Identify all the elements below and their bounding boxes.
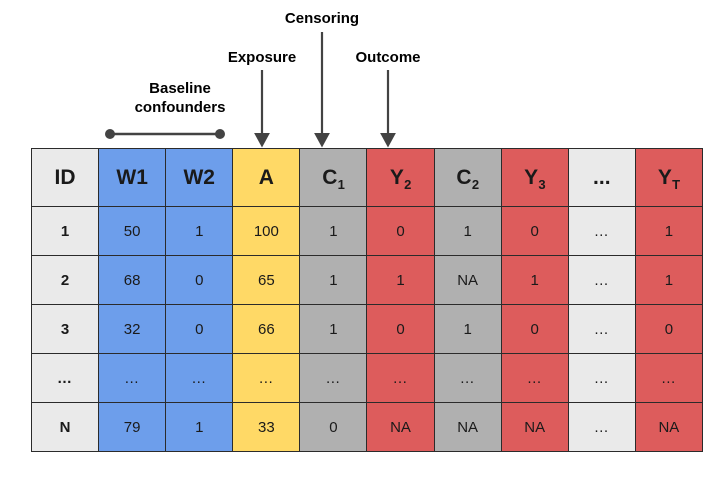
baseline-line-1: Baseline [149,80,211,97]
header-subscript-y2: 2 [404,176,412,192]
header-subscript-y3: 3 [538,176,546,192]
table-cell-yt: … [634,353,703,403]
table-header-cell-id: ID [30,148,100,207]
table-cell-c2: 1 [433,304,502,354]
table-cell-c2: NA [433,402,502,452]
annotation-label-baseline-confounders: Baseline confounders [110,79,250,117]
table-cell-dots: … [567,353,636,403]
table-cell-y3: 0 [500,206,569,256]
table-header-cell-w2: W2 [165,148,234,207]
table-cell-w2: 0 [165,304,234,354]
header-base-dots: ... [593,165,611,189]
table-cell-dots: … [567,304,636,354]
annotation-label-exposure: Exposure [227,49,297,66]
table-cell-id: 3 [30,304,100,354]
table-cell-y3: 1 [500,255,569,305]
table-cell-y2: … [366,353,435,403]
table-header-cell-a: A [232,148,301,207]
table-header-cell-y2: Y2 [366,148,435,207]
header-base-w2: W2 [183,165,215,189]
header-base-y2: Y [389,165,404,189]
table-header-cell-c2: C2 [433,148,502,207]
table-cell-w2: 1 [165,206,234,256]
header-subscript-c1: 1 [337,176,345,192]
header-subscript-yt: T [672,176,681,192]
table-cell-y2: 0 [366,304,435,354]
header-base-a: A [258,165,274,189]
table-cell-dots: … [567,206,636,256]
table-cell-w1: … [98,353,167,403]
baseline-confounders-connector [105,129,225,139]
table-cell-c1: 1 [299,304,368,354]
table-cell-c1: 1 [299,255,368,305]
table-cell-yt: 1 [634,255,703,305]
table-cell-c2: … [433,353,502,403]
table-cell-y2: 0 [366,206,435,256]
table-cell-y2: 1 [366,255,435,305]
table-cell-y3: 0 [500,304,569,354]
table-cell-a: 66 [232,304,301,354]
table-cell-c2: 1 [433,206,502,256]
table-cell-w1: 79 [98,402,167,452]
table-header-cell-y3: Y3 [500,148,569,207]
table-cell-a: 65 [232,255,301,305]
table-cell-w1: 32 [98,304,167,354]
annotation-label-outcome: Outcome [355,49,421,66]
table-cell-a: 33 [232,402,301,452]
table-cell-dots: … [567,402,636,452]
table-header-cell-dots: ... [567,148,636,207]
table-cell-c1: … [299,353,368,403]
table-cell-a: … [232,353,301,403]
table-cell-dots: … [567,255,636,305]
header-base-yt: Y [657,165,672,189]
table-cell-y2: NA [366,402,435,452]
table-cell-w1: 50 [98,206,167,256]
table-cell-w2: … [165,353,234,403]
table-cell-w2: 1 [165,402,234,452]
table-header-cell-yt: YT [634,148,703,207]
header-base-w1: W1 [116,165,148,189]
table-cell-y3: … [500,353,569,403]
header-subscript-c2: 2 [471,176,480,192]
baseline-line-2: confounders [134,99,226,116]
table-cell-c1: 1 [299,206,368,256]
table-cell-a: 100 [232,206,301,256]
table-cell-c1: 0 [299,402,368,452]
table-cell-id: N [30,402,100,452]
header-base-id: ID [54,165,76,189]
table-cell-yt: 0 [634,304,703,354]
table-cell-id: 2 [30,255,100,305]
table-row: ………………………… [30,353,703,403]
table-cell-yt: NA [634,402,703,452]
table-cell-c2: NA [433,255,502,305]
table-header-cell-w1: W1 [98,148,167,207]
table-cell-w1: 68 [98,255,167,305]
table-cell-w2: 0 [165,255,234,305]
annotation-label-censoring: Censoring [284,10,360,27]
table-cell-y3: NA [500,402,569,452]
header-base-y3: Y [524,165,539,189]
table-cell-id: 1 [30,206,100,256]
table-cell-yt: 1 [634,206,703,256]
table-cell-id: … [30,353,100,403]
header-base-c1: C [322,165,338,189]
annotation-connectors [105,32,396,148]
table-header-cell-c1: C1 [299,148,368,207]
header-base-c2: C [456,165,472,189]
